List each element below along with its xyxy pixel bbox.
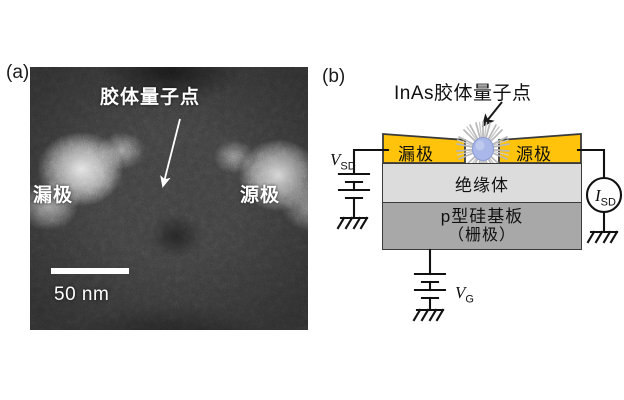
- tem-arrow-icon: [160, 118, 181, 188]
- vg-label: VG: [455, 283, 474, 305]
- circuit-gate-voltage: [412, 248, 447, 322]
- circuit-source-drain-voltage: [336, 148, 390, 230]
- tem-drain-label: 漏极: [33, 185, 74, 206]
- vsd-label: VSD: [330, 150, 356, 172]
- panel-a-label: (a): [6, 62, 30, 83]
- scale-bar: [51, 268, 129, 274]
- scale-bar-label: 50 nm: [54, 284, 110, 305]
- tem-quantum-dot-annotation: 胶体量子点: [100, 87, 201, 108]
- isd-subscript: SD: [600, 196, 616, 209]
- tem-micrograph: [30, 67, 308, 330]
- layer-substrate-label-line2: （栅极）: [447, 226, 516, 244]
- schematic-arrow-icon: [481, 101, 503, 128]
- tem-grain-overlay-coarse: [30, 67, 308, 330]
- panel-b-label: (b): [322, 66, 346, 87]
- schematic-source-label: 源极: [516, 145, 552, 164]
- vg-subscript: G: [465, 293, 474, 306]
- vg-symbol: V: [455, 283, 466, 302]
- layer-insulator-label: 绝缘体: [455, 175, 509, 195]
- tem-vignette: [30, 67, 308, 330]
- tem-source-label: 源极: [240, 185, 281, 206]
- schematic-drain-label: 漏极: [398, 145, 434, 164]
- vsd-subscript: SD: [340, 160, 356, 173]
- vsd-symbol: V: [330, 150, 341, 169]
- layer-substrate: p型硅基板 （栅极）: [382, 202, 582, 250]
- schematic-title: InAs胶体量子点: [394, 83, 532, 104]
- circuit-source-drain-current: [576, 148, 623, 244]
- layer-substrate-label-line1: p型硅基板: [440, 207, 524, 227]
- isd-label: ISD: [595, 186, 616, 208]
- layer-insulator: 绝缘体: [382, 163, 582, 203]
- isd-symbol: I: [595, 186, 601, 205]
